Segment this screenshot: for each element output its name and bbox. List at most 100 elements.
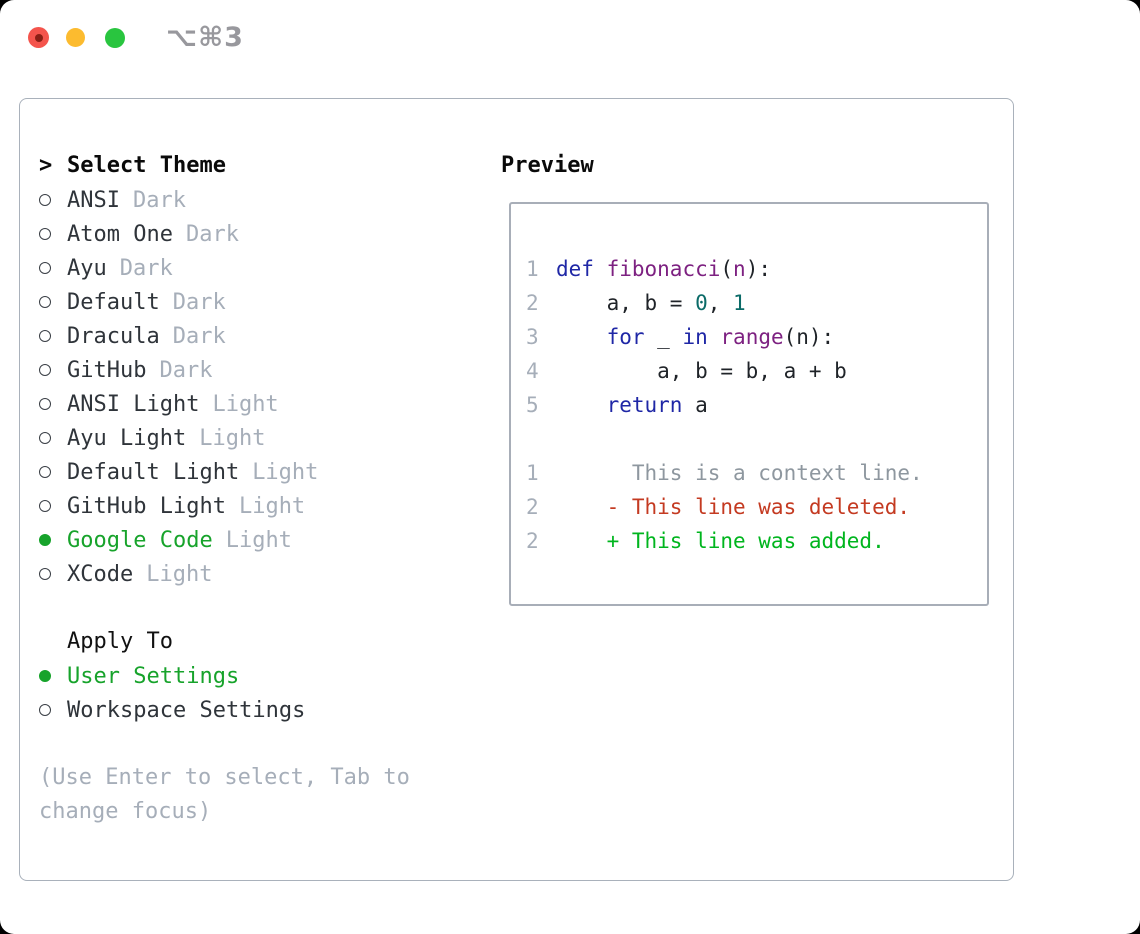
- diff-line-added: 2 + This line was added.: [526, 524, 975, 558]
- line-number: 1: [526, 461, 539, 485]
- theme-option-github-light[interactable]: GitHub Light Light: [39, 489, 501, 523]
- radio-icon: [39, 398, 51, 410]
- radio-icon: [39, 364, 51, 376]
- theme-variant-label: Light: [146, 561, 213, 587]
- titlebar: ⌥⌘3: [0, 0, 1140, 75]
- theme-option-ansi[interactable]: ANSI Dark: [39, 183, 501, 217]
- radio-icon: [39, 466, 51, 478]
- zoom-button[interactable]: [105, 27, 125, 48]
- theme-option-xcode[interactable]: XCode Light: [39, 557, 501, 591]
- theme-variant-label: Dark: [172, 289, 226, 315]
- minimize-button[interactable]: [66, 28, 85, 47]
- theme-option-atom-one[interactable]: Atom One Dark: [39, 217, 501, 251]
- window-title: ⌥⌘3: [166, 22, 244, 53]
- theme-option-label: GitHub: [67, 357, 147, 383]
- radio-icon: [39, 568, 51, 580]
- theme-option-default[interactable]: Default Dark: [39, 285, 501, 319]
- diff-text: This is a context line.: [556, 461, 923, 485]
- code-token: (: [720, 257, 734, 281]
- diff-text: + This line was added.: [556, 529, 885, 553]
- diff-preview: 1 This is a context line.2 - This line w…: [526, 456, 975, 558]
- theme-option-ayu-light[interactable]: Ayu Light Light: [39, 421, 501, 455]
- code-token: for: [606, 325, 645, 349]
- radio-selected-icon: [39, 534, 51, 546]
- code-token: fibonacci: [606, 257, 721, 281]
- code-token: (n):: [783, 325, 835, 349]
- line-number: 3: [526, 325, 539, 349]
- apply-option-label: User Settings: [67, 663, 240, 689]
- theme-option-github[interactable]: GitHub Dark: [39, 353, 501, 387]
- apply-option-workspace-settings[interactable]: Workspace Settings: [39, 693, 501, 727]
- theme-variant-label: Light: [212, 391, 279, 417]
- code-line: 3 for _ in range(n):: [526, 320, 975, 354]
- line-number: 1: [526, 257, 539, 281]
- theme-variant-label: Dark: [172, 323, 226, 349]
- code-token: _: [644, 325, 683, 349]
- theme-option-google-code[interactable]: Google Code Light: [39, 523, 501, 557]
- theme-option-label: ANSI Light: [67, 391, 200, 417]
- line-number: 5: [526, 393, 539, 417]
- radio-icon: [39, 194, 51, 206]
- preview-title: Preview: [501, 153, 594, 178]
- theme-option-label: Atom One: [67, 221, 173, 247]
- code-token: 1: [733, 291, 746, 315]
- code-token: range: [720, 325, 784, 349]
- theme-variant-label: Light: [252, 459, 319, 485]
- theme-variant-label: Light: [225, 527, 292, 553]
- theme-option-ayu[interactable]: Ayu Dark: [39, 251, 501, 285]
- diff-line-deleted: 2 - This line was deleted.: [526, 490, 975, 524]
- theme-variant-label: Light: [238, 493, 306, 519]
- line-number: 2: [526, 529, 539, 553]
- diff-line-context: 1 This is a context line.: [526, 456, 975, 490]
- theme-variant-label: Dark: [185, 221, 239, 247]
- theme-option-label: GitHub Light: [67, 493, 226, 519]
- theme-variant-label: Dark: [119, 255, 173, 281]
- line-number: 2: [526, 291, 539, 315]
- theme-variant-label: Dark: [132, 187, 186, 213]
- theme-variant-label: Dark: [159, 357, 213, 383]
- line-number: 4: [526, 359, 539, 383]
- theme-option-label: Default: [67, 289, 160, 315]
- theme-option-ansi-light[interactable]: ANSI Light Light: [39, 387, 501, 421]
- select-theme-title: Select Theme: [67, 153, 226, 178]
- radio-selected-icon: [39, 670, 51, 682]
- code-token: in: [682, 325, 708, 349]
- code-token: a: [682, 393, 708, 417]
- code-token: n: [733, 257, 746, 281]
- caret-icon: >: [39, 153, 53, 178]
- radio-icon: [39, 228, 51, 240]
- select-theme-header: > Select Theme: [39, 149, 501, 183]
- theme-option-default-light[interactable]: Default Light Light: [39, 455, 501, 489]
- code-token: def: [556, 257, 594, 281]
- code-line: 5 return a: [526, 388, 975, 422]
- radio-icon: [39, 500, 51, 512]
- code-line: 4 a, b = b, a + b: [526, 354, 975, 388]
- theme-option-label: Default Light: [67, 459, 240, 485]
- code-token: [556, 393, 607, 417]
- theme-option-label: XCode: [67, 561, 134, 587]
- radio-icon: [39, 432, 51, 444]
- code-line: 1 def fibonacci(n):: [526, 252, 975, 286]
- theme-option-label: ANSI: [67, 187, 120, 213]
- code-token: ):: [745, 257, 771, 281]
- diff-text: - This line was deleted.: [556, 495, 911, 519]
- theme-option-label: Google Code: [67, 527, 213, 553]
- close-dot-icon: [34, 33, 43, 42]
- code-token: return: [606, 393, 683, 417]
- theme-option-label: Ayu: [67, 255, 107, 281]
- code-token: a, b =: [556, 291, 696, 315]
- apply-option-user-settings[interactable]: User Settings: [39, 659, 501, 693]
- radio-icon: [39, 296, 51, 308]
- theme-option-label: Ayu Light: [67, 425, 187, 451]
- close-button[interactable]: [28, 27, 49, 48]
- theme-variant-label: Light: [199, 425, 266, 451]
